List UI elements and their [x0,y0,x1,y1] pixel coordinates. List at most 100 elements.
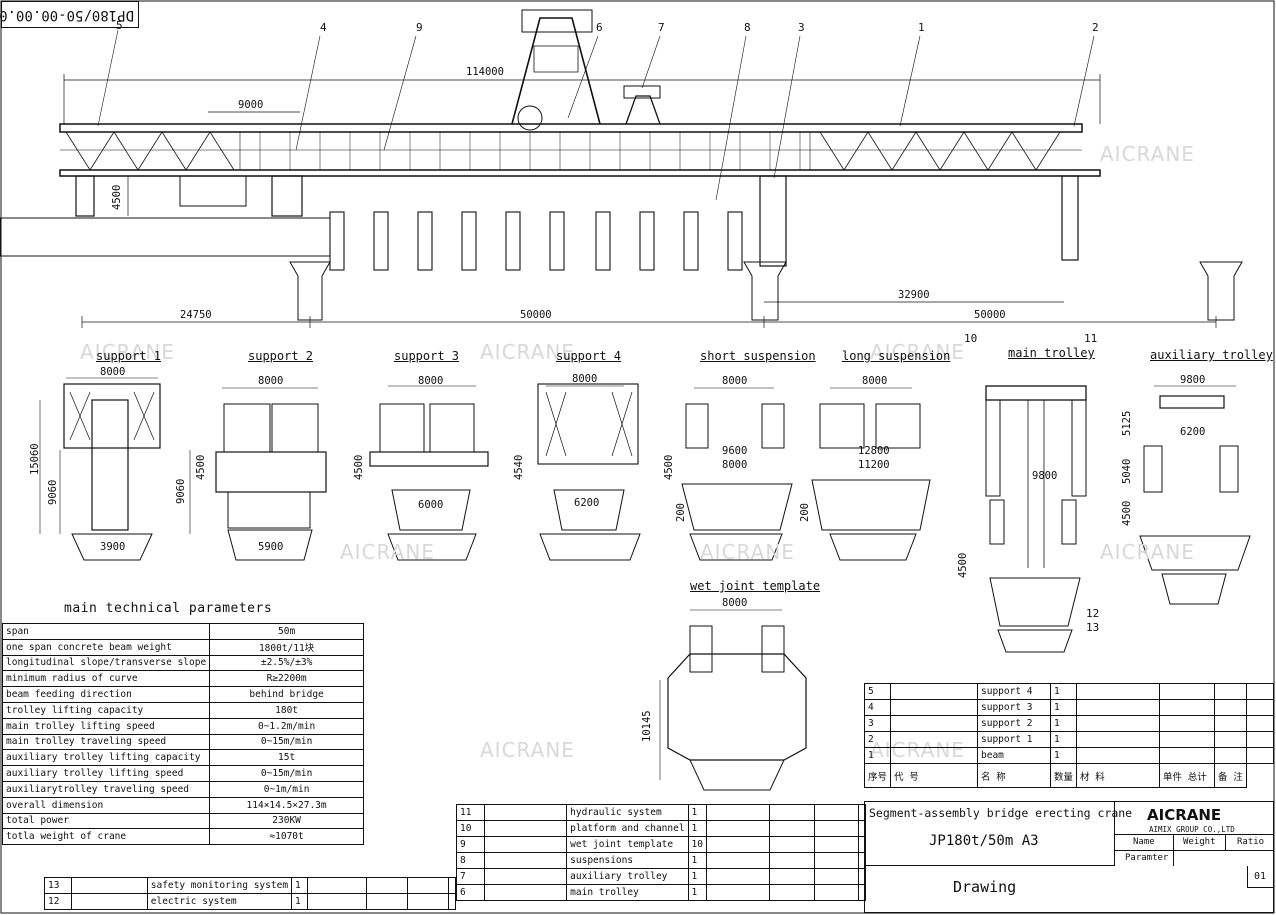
callout-4: 4 [320,21,327,34]
dim: 3900 [100,541,126,553]
bom-row-cell: support 2 [977,715,1052,732]
dim-height: 4500 [111,184,123,210]
drawing-code-box: DP180/50-00.00.00 [0,1,139,28]
bom-row-cell [71,877,148,894]
bom-header-cell: 备 注 [1214,763,1247,788]
bom-row-cell [1159,731,1216,748]
bom-row-cell [484,868,568,885]
bom-row-cell [406,893,450,910]
bom-row-cell [1076,731,1161,748]
param-label: auxiliary trolley lifting speed [1,765,211,782]
bom-row-cell: support 1 [977,731,1052,748]
watermark: AICRANE [870,340,965,364]
dim: 9060 [47,479,59,505]
bom-header-cell: 序号 [863,763,892,788]
param-label: minimum radius of curve [1,670,211,688]
bom-row-cell: 1 [1050,699,1078,716]
dim: 200 [799,503,811,522]
bom-row-cell: 5 [863,683,892,700]
label-support1: support 1 [96,349,162,363]
watermark: AICRANE [1100,142,1195,166]
dim: 4500 [195,454,207,480]
bom-row-cell [1159,683,1216,700]
dim: 8000 [258,375,284,387]
dim: 9060 [175,478,187,504]
bom-row-cell [813,804,860,821]
bom-row-cell: 1 [687,820,708,837]
bom-row-cell [484,820,568,837]
bom-row-cell [484,804,568,821]
dim: 6200 [1180,426,1206,438]
bom-row-cell: beam [977,747,1052,764]
param-value: 50m [209,623,364,640]
bom-row-cell [1076,699,1161,716]
main-elevation [0,9,1243,328]
dim: 6000 [418,499,444,511]
bom-row-cell [307,893,367,910]
param-label: totla weight of crane [1,828,211,846]
bom-row-cell: 13 [43,877,73,894]
bom-row-cell: support 4 [977,683,1052,700]
bom-row-cell [858,884,866,901]
param-value: 0~1.2m/min [209,717,364,735]
watermark: AICRANE [80,340,175,364]
bom-row-cell: 9 [455,836,486,853]
bom-row-cell [1245,731,1275,748]
bom-row-cell: 10 [687,836,708,853]
brand-logo: AICRANE [1147,806,1222,824]
bom-row-cell [705,836,771,853]
callout-7: 7 [658,21,665,34]
bom-row-cell: suspensions [566,852,689,869]
dim: 8000 [572,373,598,385]
bom-row-cell: 2 [863,731,892,748]
param-label: auxiliarytrolley traveling speed [1,780,211,798]
param-value: ≈1070t [209,828,364,846]
bom-row-cell: 1 [291,877,309,894]
dim: 8000 [100,366,126,378]
bom-header-cell: 材 料 [1076,763,1161,788]
bom-row-cell: main trolley [566,884,689,901]
bom-row-cell [705,852,771,869]
bom-row-cell [71,893,148,910]
bom-row-cell [484,852,568,869]
param-value: 15t [209,749,364,767]
title-drawing: Drawing [953,878,1017,896]
bom-header-cell: 数量 [1050,763,1078,788]
dim: 15060 [29,443,41,475]
bom-row-cell [890,731,979,748]
dim: 4540 [513,454,525,480]
dim: 4500 [1121,500,1133,526]
dim: 8000 [862,375,888,387]
bom-row-cell [365,893,408,910]
bom-row-cell [484,884,568,901]
param-value: 114×14.5×27.3m [209,796,364,814]
title-name: Segment-assembly bridge erecting crane [869,806,1133,820]
dim: 4500 [663,454,675,480]
col-weight: Weight [1183,837,1216,847]
param-value: R≥2200m [209,670,364,688]
param-label: main trolley lifting speed [1,717,211,735]
bom-row-cell [813,884,860,901]
bom-row-cell [484,836,568,853]
bom-row-cell [890,747,979,764]
bom-row-cell: electric system [146,893,293,910]
dim: 11200 [858,459,890,471]
bom-row-cell [705,820,771,837]
bom-row-cell [769,868,815,885]
dim: 8000 [722,459,748,471]
bom-row-cell [1245,715,1275,732]
